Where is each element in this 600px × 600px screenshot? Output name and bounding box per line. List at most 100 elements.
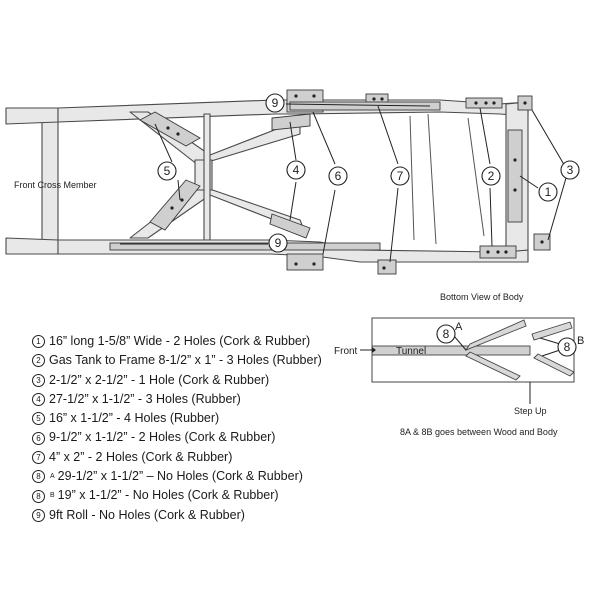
legend-number: 5 bbox=[32, 412, 45, 426]
legend-text: 4” x 2” - 2 Holes (Cork & Rubber) bbox=[49, 449, 233, 464]
legend-text: 9-1/2” x 1-1/2” - 2 Holes (Cork & Rubber… bbox=[49, 430, 276, 445]
leader-4 bbox=[289, 121, 297, 221]
hole bbox=[312, 262, 316, 266]
callout-9-bottom-number: 9 bbox=[275, 236, 282, 250]
pad-1 bbox=[507, 129, 523, 223]
hole bbox=[486, 250, 490, 254]
callout-2-circle bbox=[481, 166, 501, 186]
front-arrow-head bbox=[372, 347, 376, 353]
pad-2-top bbox=[465, 97, 503, 109]
legend-number: 1 bbox=[32, 335, 45, 349]
legend-text: 19” x 1-1/2” - No Holes (Cork & Rubber) bbox=[57, 488, 279, 503]
pad-9-bottom bbox=[109, 242, 381, 251]
hole bbox=[504, 250, 508, 254]
bottom-view-note: 8A & 8B goes between Wood and Body bbox=[400, 427, 558, 437]
floor-line-2 bbox=[427, 113, 437, 245]
callout-2-number: 2 bbox=[488, 169, 495, 183]
pad-7-bottom bbox=[377, 259, 397, 275]
legend-number: 2 bbox=[32, 354, 45, 368]
hole bbox=[312, 94, 316, 98]
hole bbox=[294, 94, 298, 98]
legend-item: 5 16” x 1-1/2” - 4 Holes (Rubber) bbox=[32, 409, 322, 428]
callout-9-top-circle bbox=[265, 93, 285, 113]
pad-4-bottom bbox=[269, 213, 311, 239]
leader-1 bbox=[519, 175, 539, 189]
callout-8b-circle bbox=[557, 337, 577, 357]
frame-post bbox=[203, 113, 211, 241]
pad-5-top bbox=[139, 111, 201, 147]
leader-6b bbox=[322, 189, 336, 255]
callout-8a-number: 8 bbox=[443, 327, 450, 341]
callout-6-circle bbox=[328, 166, 348, 186]
legend-text: 16” long 1-5/8” Wide - 2 Holes (Cork & R… bbox=[49, 334, 311, 348]
leader-8a bbox=[453, 335, 467, 351]
strip-8a-2 bbox=[465, 351, 521, 381]
callout-6-number: 6 bbox=[335, 169, 342, 183]
hole bbox=[176, 132, 180, 136]
callout-3-number: 3 bbox=[567, 163, 574, 177]
hole bbox=[484, 101, 488, 105]
callout-8a-circle bbox=[436, 324, 456, 344]
hole bbox=[523, 101, 527, 105]
front-cross-member-label: Front Cross Member bbox=[14, 180, 97, 190]
callout-1-number: 1 bbox=[545, 185, 552, 199]
legend-number: 7 bbox=[32, 450, 45, 464]
pad-5-bottom bbox=[149, 179, 201, 231]
hole bbox=[294, 262, 298, 266]
hole bbox=[380, 97, 384, 101]
legend-subletter: A bbox=[50, 473, 55, 481]
legend-text: 2-1/2” x 2-1/2” - 1 Hole (Cork & Rubber) bbox=[49, 372, 270, 387]
hole bbox=[180, 198, 184, 202]
legend-text: 16” x 1-1/2” - 4 Holes (Rubber) bbox=[49, 411, 220, 426]
callout-4-number: 4 bbox=[293, 163, 300, 177]
hole bbox=[513, 188, 517, 192]
callout-5-number: 5 bbox=[164, 164, 171, 178]
strip-8a-1 bbox=[464, 319, 527, 351]
legend-subletter: B bbox=[50, 492, 55, 500]
leader-5 bbox=[154, 123, 181, 201]
pad-4-top bbox=[271, 113, 311, 131]
legend-text: 9ft Roll - No Holes (Cork & Rubber) bbox=[49, 507, 245, 522]
floor-line-1 bbox=[409, 115, 415, 241]
pad-6-bottom bbox=[286, 253, 324, 271]
leader-8b bbox=[539, 337, 561, 357]
strip-8b-1 bbox=[531, 321, 573, 341]
hole bbox=[513, 158, 517, 162]
parts-legend: 1 16” long 1-5/8” Wide - 2 Holes (Cork & … bbox=[32, 332, 322, 525]
tunnel-label: Tunnel bbox=[396, 346, 426, 357]
bottom-view-title: Bottom View of Body bbox=[440, 292, 524, 302]
hole bbox=[166, 126, 170, 130]
callout-5-circle bbox=[157, 161, 177, 181]
strip-8b-2 bbox=[533, 353, 575, 377]
leader-6 bbox=[312, 111, 336, 165]
callout-7-circle bbox=[390, 166, 410, 186]
hole bbox=[496, 250, 500, 254]
legend-item: 9 9ft Roll - No Holes (Cork & Rubber) bbox=[32, 506, 322, 525]
hole bbox=[474, 101, 478, 105]
legend-number: 8 bbox=[32, 470, 45, 484]
leader-3 bbox=[531, 109, 567, 241]
front-horn-bottom bbox=[5, 237, 59, 255]
legend-text: 29-1/2” x 1-1/2” – No Holes (Cork & Rubb… bbox=[57, 469, 303, 484]
legend-item: 1 16” long 1-5/8” Wide - 2 Holes (Cork & … bbox=[32, 332, 322, 351]
callout-7-number: 7 bbox=[397, 169, 404, 183]
leader-2 bbox=[479, 107, 493, 247]
callout-9-top-number: 9 bbox=[272, 96, 279, 110]
legend-number: 9 bbox=[32, 508, 45, 522]
pad-9-top bbox=[289, 101, 441, 111]
hole bbox=[540, 240, 544, 244]
legend-item: 7 4” x 2” - 2 Holes (Cork & Rubber) bbox=[32, 448, 322, 467]
leader-9-top bbox=[285, 103, 431, 107]
legend-number: 3 bbox=[32, 373, 45, 387]
hole bbox=[382, 266, 386, 270]
callout-3-circle bbox=[560, 160, 580, 180]
callout-8b-letter: B bbox=[577, 335, 584, 347]
callout-8a-letter: A bbox=[455, 321, 463, 333]
floor-line-3 bbox=[467, 117, 485, 237]
legend-number: 4 bbox=[32, 393, 45, 407]
